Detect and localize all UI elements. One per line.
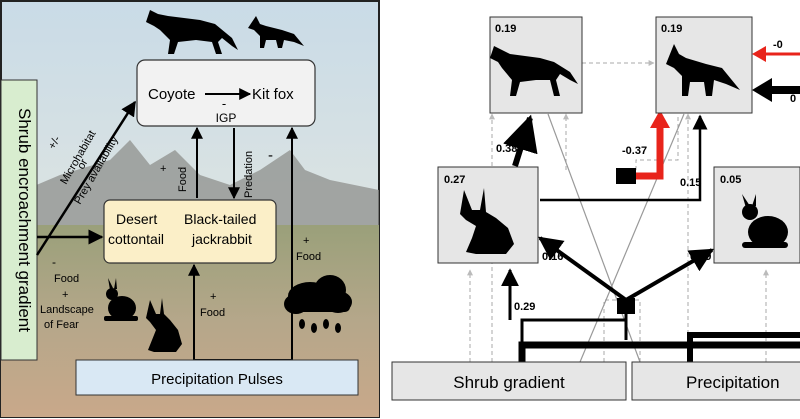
path-kitfox-right: 0 bbox=[790, 93, 796, 105]
coyote-value: 0.19 bbox=[495, 23, 516, 35]
igp-label: IGP bbox=[216, 111, 237, 125]
path-jack-to-coyote: 0.38 bbox=[496, 143, 517, 155]
path-coyote-top: -0 bbox=[773, 39, 783, 51]
cottontail-silhouette-right bbox=[742, 194, 788, 248]
kitfox-label: Kit fox bbox=[252, 86, 294, 103]
precip-box-left bbox=[75, 359, 359, 396]
gradient-box bbox=[0, 79, 38, 361]
cottontail-silhouette-left bbox=[104, 278, 138, 321]
igp-red-arrowhead bbox=[650, 110, 670, 128]
kitfox-silhouette-left bbox=[248, 16, 304, 48]
rain-cloud-icon bbox=[284, 275, 352, 333]
predation-minus: - bbox=[268, 147, 273, 164]
food-up-sign: + bbox=[160, 163, 166, 175]
igp-red-arrow bbox=[636, 126, 664, 180]
kitfox-silhouette-right bbox=[666, 44, 740, 96]
jackrabbit-label: jackrabbit bbox=[191, 231, 252, 247]
lower-fear: of Fear bbox=[44, 319, 79, 331]
right-panel: 0.19 0.19 0.27 0.05 -0 0 0.38 -0.37 0.15… bbox=[383, 1, 800, 418]
path-jack-to-kitfox: 0.15 bbox=[680, 177, 701, 189]
coyote-silhouette-left bbox=[146, 10, 238, 54]
cottontail-label: cottontail bbox=[108, 231, 164, 247]
lower-landscape: Landscape bbox=[40, 304, 94, 316]
path-node-to-cotton: 0.19 bbox=[690, 251, 711, 263]
lower-sign2: + bbox=[62, 289, 68, 301]
food-right-word: Food bbox=[296, 251, 321, 263]
food-right-sign: + bbox=[303, 235, 309, 247]
igp-node bbox=[616, 168, 636, 184]
arrow-gradient-to-predators bbox=[35, 100, 137, 256]
blacktailed-label: Black-tailed bbox=[184, 211, 256, 227]
shrub-label: Shrub gradient bbox=[453, 373, 565, 392]
food-bottom-sign: + bbox=[210, 291, 216, 303]
precip-box-right bbox=[631, 361, 800, 401]
kitfox-value: 0.19 bbox=[661, 23, 682, 35]
strong-paths bbox=[501, 114, 800, 362]
predation-label: Predation bbox=[243, 151, 255, 198]
path-node-to-jack: 0.16 bbox=[542, 251, 563, 263]
jackrabbit-silhouette-left bbox=[146, 298, 182, 352]
mountains bbox=[1, 140, 379, 230]
shrub-box bbox=[391, 361, 627, 401]
igp-minus: - bbox=[222, 96, 226, 111]
micro-sign: +/- bbox=[46, 134, 63, 152]
precip-label-right: Precipitation bbox=[686, 373, 780, 392]
prey-node bbox=[617, 298, 635, 314]
red-arrowhead-right-edge bbox=[752, 46, 766, 62]
gradient-label: Shrub encroachment gradient bbox=[15, 108, 34, 332]
left-panel: Shrub encroachment gradient Coyote - Kit… bbox=[0, 0, 380, 418]
food-up-word: Food bbox=[177, 167, 189, 192]
coyote-label: Coyote bbox=[148, 86, 196, 103]
lower-sign1: - bbox=[52, 255, 56, 269]
cottontail-value: 0.05 bbox=[720, 174, 741, 186]
food-bottom-word: Food bbox=[200, 307, 225, 319]
precip-label-left: Precipitation Pulses bbox=[151, 371, 283, 388]
desert-label: Desert bbox=[116, 211, 157, 227]
jackrabbit-silhouette-right bbox=[460, 188, 514, 254]
coyote-silhouette-right bbox=[490, 46, 578, 96]
prey-box bbox=[103, 199, 277, 264]
path-igp: -0.37 bbox=[622, 145, 647, 157]
lower-food: Food bbox=[54, 273, 79, 285]
black-arrowhead-right-edge bbox=[752, 78, 772, 102]
jackrabbit-value: 0.27 bbox=[444, 174, 465, 186]
path-shrub-to-jack: 0.29 bbox=[514, 301, 535, 313]
